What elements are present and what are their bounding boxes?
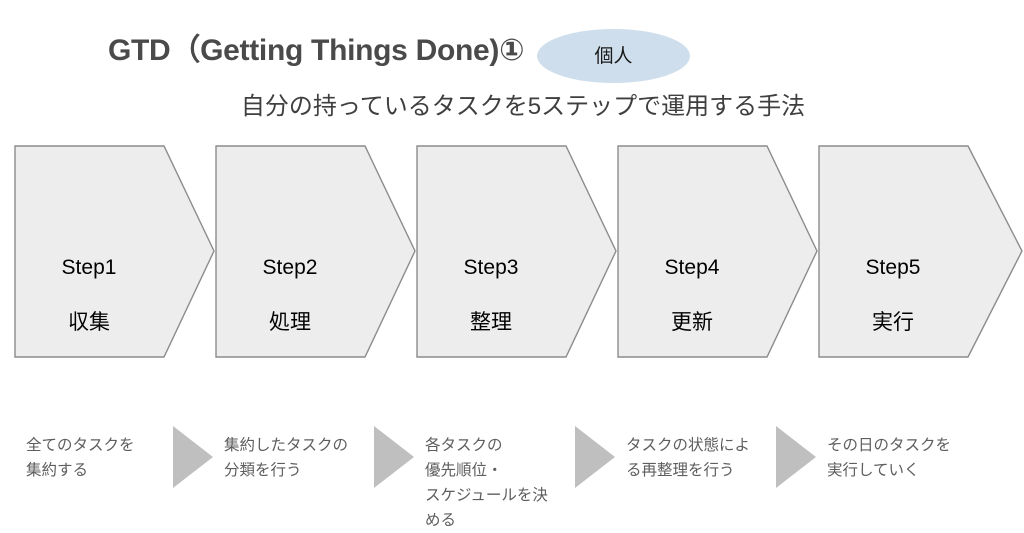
chevron-label-3: Step3 整理 (416, 226, 566, 365)
chevron-label-4: Step4 更新 (617, 226, 767, 365)
arrow-4-to-5 (774, 424, 818, 490)
chevron-step-4[interactable]: Step4 更新 (617, 140, 819, 360)
chevron-step-3[interactable]: Step3 整理 (416, 140, 618, 360)
chevron-shape-3 (416, 145, 617, 358)
chevron-shape-5 (818, 145, 1023, 358)
chevron-step-5[interactable]: Step5 実行 (818, 140, 1024, 360)
chevron-step-number-5: Step5 (865, 255, 921, 279)
chevron-step-number-4: Step4 (664, 255, 720, 279)
chevron-label-1: Step1 収集 (14, 226, 164, 365)
caption-step-2: 集約したタスクの 分類を行う (224, 437, 349, 480)
chevron-step-name-1: 収集 (68, 311, 110, 335)
caption-step-4: タスクの状態によ る再整理を行う (626, 437, 751, 480)
arrow-1-to-2 (171, 424, 215, 490)
chevron-label-2: Step2 処理 (215, 226, 365, 365)
process-flow-chevrons: Step1 収集 Step2 処理 Step3 整理 (0, 140, 1024, 370)
process-flow-captions: 全てのタスクを 集約する 集約したタスクの 分類を行う 各タスクの 優先順位・ … (0, 418, 1024, 529)
triangle-arrow-icon (374, 426, 414, 488)
caption-step-3: 各タスクの 優先順位・ スケジュールを決 める (425, 437, 548, 530)
category-badge: 個人 (537, 29, 690, 83)
arrow-2-to-3 (372, 424, 416, 490)
chevron-shape-2 (215, 145, 416, 358)
page-subtitle: 自分の持っているタスクを5ステップで運用する手法 (240, 93, 806, 120)
arrow-3-to-4 (573, 424, 617, 490)
chevron-step-name-2: 処理 (269, 311, 311, 335)
chevron-step-number-1: Step1 (61, 255, 117, 279)
triangle-arrow-icon (173, 426, 213, 488)
chevron-step-1[interactable]: Step1 収集 (14, 140, 216, 360)
triangle-arrow-icon (776, 426, 816, 488)
chevron-step-number-2: Step2 (262, 255, 318, 279)
page-title: GTD（Getting Things Done)① (108, 34, 525, 67)
triangle-arrow-icon (575, 426, 615, 488)
chevron-step-name-3: 整理 (470, 311, 512, 335)
chevron-shape-4 (617, 145, 818, 358)
chevron-step-name-4: 更新 (671, 311, 713, 335)
caption-step-1: 全てのタスクを 集約する (26, 437, 135, 480)
chevron-step-2[interactable]: Step2 処理 (215, 140, 417, 360)
caption-step-5: その日のタスクを 実行していく (827, 437, 952, 480)
chevron-label-5: Step5 実行 (818, 226, 968, 365)
slide-canvas: GTD（Getting Things Done)① 個人 自分の持っているタスク… (0, 29, 1024, 530)
chevron-step-number-3: Step3 (463, 255, 519, 279)
category-badge-label: 個人 (594, 45, 633, 67)
chevron-step-name-5: 実行 (872, 311, 914, 335)
chevron-shape-1 (14, 145, 215, 358)
